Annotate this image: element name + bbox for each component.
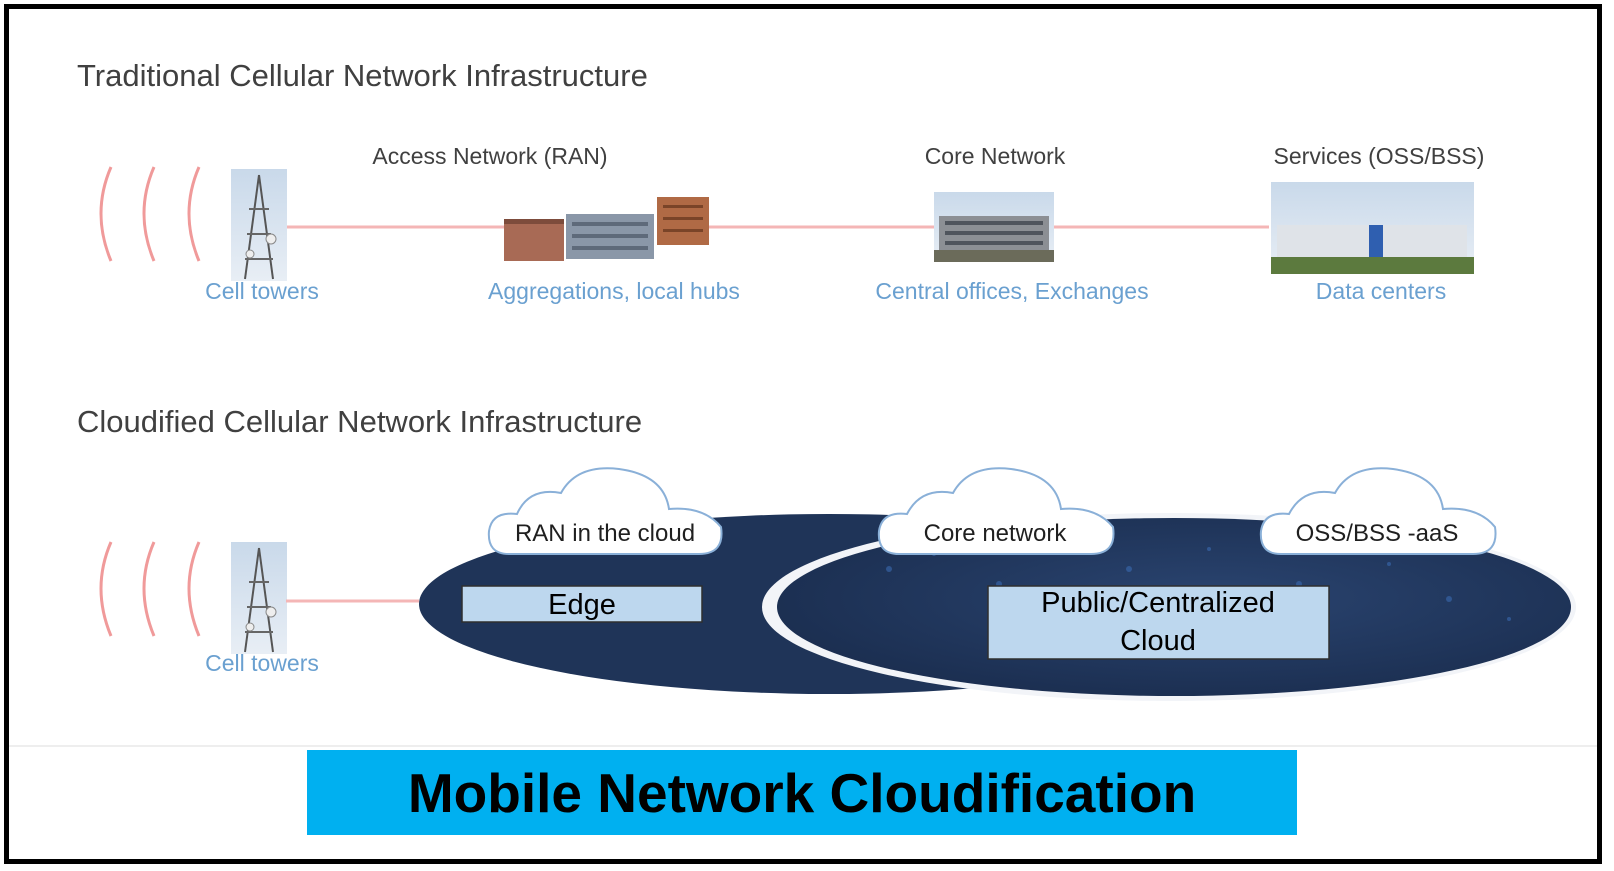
stage-label-access-network: Access Network (RAN)	[372, 143, 607, 169]
cloud-label-ran: RAN in the cloud	[515, 520, 695, 547]
caption-aggregations: Aggregations, local hubs	[488, 278, 740, 304]
diagram-frame: Traditional Cellular Network Infrastruct…	[4, 4, 1602, 864]
edge-box-label: Edge	[548, 589, 616, 621]
caption-cell-towers-cloudified: Cell towers	[205, 650, 319, 676]
signal-waves-icon	[99, 166, 201, 262]
signal-waves-icon-cloudified	[99, 541, 201, 637]
stage-label-services: Services (OSS/BSS)	[1274, 143, 1485, 169]
cloudified-heading: Cloudified Cellular Network Infrastructu…	[77, 404, 642, 439]
cloud-label-oss: OSS/BSS -aaS	[1296, 520, 1459, 547]
caption-data-centers: Data centers	[1316, 278, 1446, 304]
aggregation-buildings-image	[504, 197, 709, 261]
cloud-core-network: Core network	[877, 467, 1115, 555]
cloud-oss-bss-aas: OSS/BSS -aaS	[1259, 467, 1497, 555]
public-cloud-box: Public/Centralized Cloud	[987, 585, 1330, 660]
network-diagram: Traditional Cellular Network Infrastruct…	[9, 58, 1597, 747]
cloud-label-core: Core network	[924, 520, 1068, 547]
cloud-ran-in-the-cloud: RAN in the cloud	[487, 467, 723, 555]
title-banner: Mobile Network Cloudification	[307, 750, 1297, 835]
data-center-image	[1271, 182, 1474, 274]
central-office-image	[934, 192, 1054, 262]
stage-label-core-network: Core Network	[925, 143, 1066, 169]
cell-tower-image	[231, 169, 287, 281]
public-cloud-box-label-line1: Public/Centralized	[1041, 587, 1275, 619]
caption-cell-towers: Cell towers	[205, 278, 319, 304]
public-cloud-box-label-line2: Cloud	[1120, 625, 1196, 657]
edge-box: Edge	[461, 585, 703, 623]
caption-central-offices: Central offices, Exchanges	[875, 278, 1148, 304]
traditional-heading: Traditional Cellular Network Infrastruct…	[77, 58, 648, 93]
cell-tower-image-cloudified	[231, 542, 287, 654]
